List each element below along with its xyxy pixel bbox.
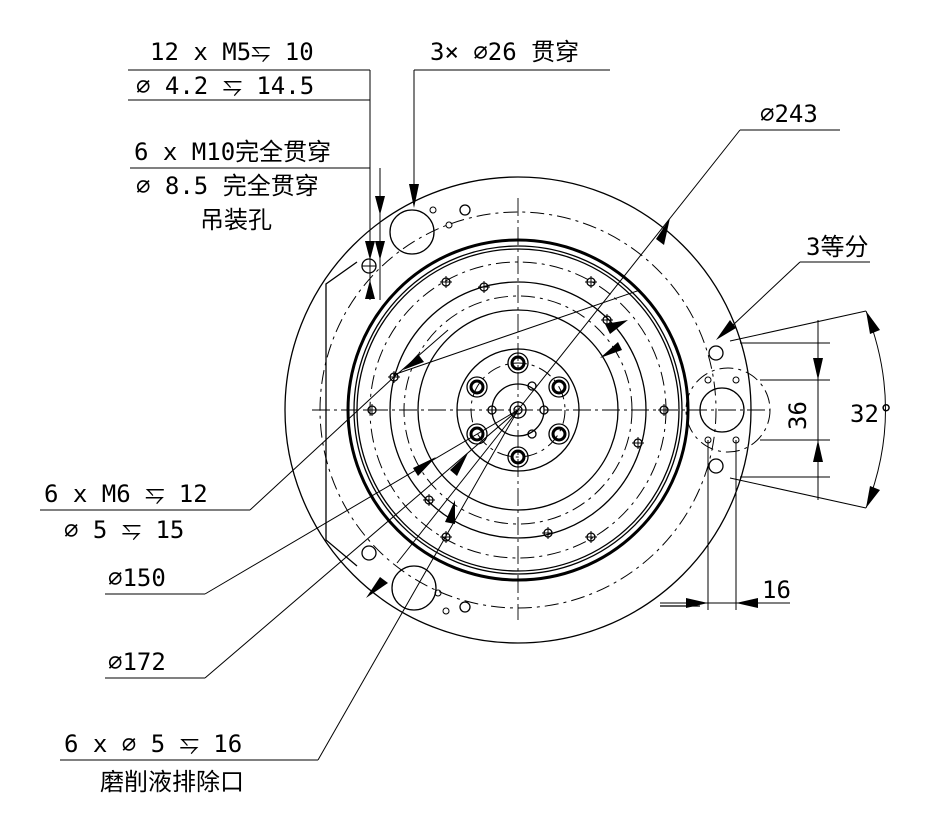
m10-label-line2: ∅ 8.5 完全贯穿 bbox=[136, 172, 319, 200]
m10-label-line3: 吊装孔 bbox=[200, 206, 272, 234]
center-lines bbox=[312, 198, 770, 620]
drain-label-line2: 磨削液排除口 bbox=[100, 768, 244, 796]
annotations: 12 x M5⥧ 10 ∅ 4.2 ⥧ 14.5 3× ∅26 贯穿 6 x M… bbox=[44, 38, 893, 796]
dia-172-label: ∅172 bbox=[108, 648, 166, 676]
hub-bolt bbox=[548, 376, 570, 398]
leader-lines bbox=[40, 69, 886, 761]
m6-label-line2: ∅ 5 ⥧ 15 bbox=[64, 516, 184, 544]
drain-label-line1: 6 x ∅ 5 ⥧ 16 bbox=[64, 730, 242, 758]
outer-ring-features bbox=[361, 204, 771, 615]
spacing-36-label: 36 bbox=[784, 401, 812, 430]
hub-bolt bbox=[466, 376, 488, 398]
m6-label-line1: 6 x M6 ⥧ 12 bbox=[44, 480, 208, 508]
hub-bolt bbox=[548, 423, 570, 445]
dia-150-label: ∅150 bbox=[108, 564, 166, 592]
m5-label-line2: ∅ 4.2 ⥧ 14.5 bbox=[136, 72, 314, 100]
m10-label-line1: 6 x M10完全贯穿 bbox=[134, 138, 331, 166]
dia-243-label: ∅243 bbox=[760, 100, 818, 128]
equal-division-label: 3等分 bbox=[806, 233, 868, 261]
m5-label-line1: 12 x M5⥧ 10 bbox=[150, 38, 314, 66]
offset-16-label: 16 bbox=[762, 576, 791, 604]
m6-hole-pattern bbox=[366, 276, 670, 543]
hub-bolt bbox=[466, 423, 488, 445]
angle-32-label: 32° bbox=[850, 400, 893, 428]
through-26-label: 3× ∅26 贯穿 bbox=[430, 38, 579, 66]
